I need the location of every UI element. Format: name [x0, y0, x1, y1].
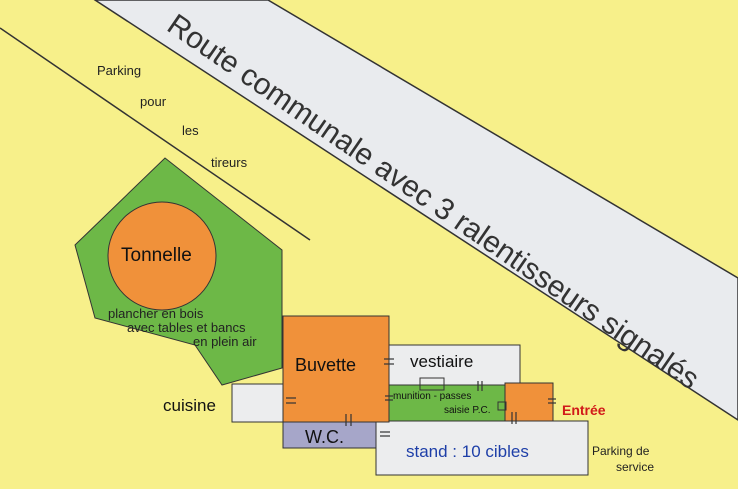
vestiaire-building — [387, 344, 521, 386]
munition-label-line-1: munition - passes — [393, 391, 472, 402]
munition-label-line-2: saisie P.C. — [444, 405, 491, 416]
door-marks — [286, 358, 556, 437]
cuisine-label: cuisine — [163, 396, 216, 415]
pc-box — [497, 401, 507, 411]
plancher-label-line-1: plancher en bois — [108, 306, 204, 321]
tonnelle-label: Tonnelle — [121, 245, 192, 266]
buvette-building — [282, 315, 390, 423]
counter-box — [419, 377, 445, 391]
parking-service-line-1: Parking de — [592, 444, 650, 458]
wc-building — [282, 421, 377, 449]
munition-area — [387, 384, 513, 422]
road — [93, 0, 738, 421]
vestiaire-label: vestiaire — [410, 352, 474, 371]
parking-service-line-2: service — [616, 460, 655, 474]
tonnelle-circle — [107, 201, 217, 311]
stand-label: stand : 10 cibles — [406, 442, 529, 461]
plancher-label-line-3: en plein air — [193, 334, 257, 349]
access-path-line — [0, 27, 311, 241]
buvette-label: Buvette — [295, 355, 357, 375]
entree-label: Entrée — [562, 402, 606, 418]
parking-tireurs-line-4: tireurs — [211, 155, 248, 170]
wc-label: W.C. — [305, 427, 344, 447]
parking-tireurs-line-3: les — [182, 123, 199, 138]
parking-tireurs-line-2: pour — [140, 94, 167, 109]
parking-tireurs-line-1: Parking — [97, 63, 142, 78]
plancher-label-line-2: avec tables et bancs — [127, 320, 246, 335]
